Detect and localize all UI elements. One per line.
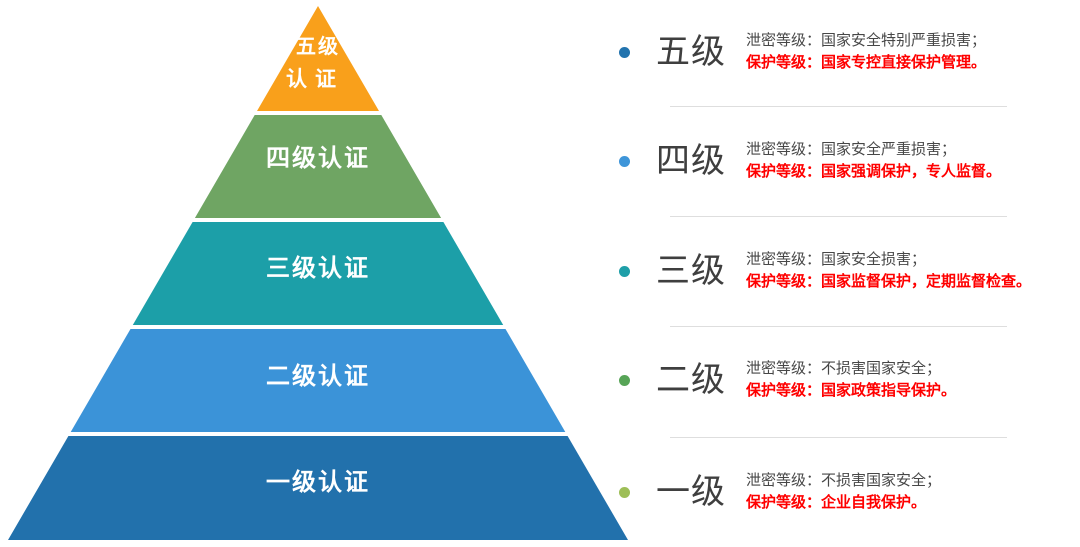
legend-row-level-5: 五级 泄密等级：国家安全特别严重损害； 保护等级：国家专控直接保护管理。: [600, 17, 1078, 87]
pyramid-level-5-label-line1: 五级: [296, 34, 340, 58]
pyramid-level-2-label: 二级认证: [266, 362, 370, 390]
legend-row-level-1: 一级 泄密等级：不损害国家安全； 保护等级：企业自我保护。: [600, 457, 1078, 527]
level-5-label: 五级: [656, 33, 726, 71]
pyramid-level-4: [194, 115, 442, 218]
level-2-leak-line: 泄密等级：不损害国家安全；: [746, 360, 942, 377]
level-1-leak-line: 泄密等级：不损害国家安全；: [746, 472, 942, 489]
level-4-label: 四级: [656, 142, 726, 180]
separator-1: [670, 106, 1007, 107]
separator-3: [670, 326, 1007, 327]
legend-row-level-3: 三级 泄密等级：国家安全损害； 保护等级：国家监督保护，定期监督检查。: [600, 236, 1078, 306]
separator-4: [670, 437, 1007, 438]
level-2-protect-line: 保护等级：国家政策指导保护。: [746, 382, 957, 399]
legend-row-level-4: 四级 泄密等级：国家安全严重损害； 保护等级：国家强调保护，专人监督。: [600, 126, 1078, 196]
level-2-label: 二级: [656, 361, 726, 399]
level-2-description: 泄密等级：不损害国家安全； 保护等级：国家政策指导保护。: [746, 358, 956, 402]
level-5-description: 泄密等级：国家安全特别严重损害； 保护等级：国家专控直接保护管理。: [746, 30, 986, 74]
pyramid-level-5: [257, 6, 379, 111]
pyramid-level-3: [132, 222, 504, 325]
level-3-description: 泄密等级：国家安全损害； 保护等级：国家监督保护，定期监督检查。: [746, 249, 1031, 293]
level-5-bullet-icon: [619, 46, 630, 58]
level-1-description: 泄密等级：不损害国家安全； 保护等级：企业自我保护。: [746, 470, 941, 514]
level-3-protect-line: 保护等级：国家监督保护，定期监督检查。: [746, 273, 1032, 290]
level-5-protect-line: 保护等级：国家专控直接保护管理。: [746, 54, 987, 71]
level-2-bullet-icon: [619, 374, 630, 386]
level-4-description: 泄密等级：国家安全严重损害； 保护等级：国家强调保护，专人监督。: [746, 139, 1001, 183]
level-4-leak-line: 泄密等级：国家安全严重损害；: [746, 141, 957, 158]
pyramid-level-1-label: 一级认证: [266, 468, 370, 496]
level-1-protect-line: 保护等级：企业自我保护。: [746, 494, 927, 511]
pyramid-level-5-label-line2: 认证: [286, 68, 344, 91]
level-3-bullet-icon: [619, 265, 630, 277]
separator-2: [670, 216, 1007, 217]
legend-row-level-2: 二级 泄密等级：不损害国家安全； 保护等级：国家政策指导保护。: [600, 345, 1078, 415]
pyramid: 五级 认证 四级认证 三级认证 二级认证 一级认证: [8, 6, 628, 540]
level-1-bullet-icon: [619, 486, 630, 498]
level-4-bullet-icon: [619, 155, 630, 167]
level-3-leak-line: 泄密等级：国家安全损害；: [746, 251, 927, 268]
pyramid-level-1: [8, 436, 628, 540]
pyramid-level-4-label: 四级认证: [266, 144, 370, 172]
pyramid-level-2: [70, 329, 566, 432]
level-3-label: 三级: [656, 252, 726, 290]
level-5-leak-line: 泄密等级：国家安全特别严重损害；: [746, 32, 987, 49]
pyramid-level-3-label: 三级认证: [266, 254, 370, 282]
level-4-protect-line: 保护等级：国家强调保护，专人监督。: [746, 163, 1002, 180]
level-1-label: 一级: [656, 473, 726, 511]
